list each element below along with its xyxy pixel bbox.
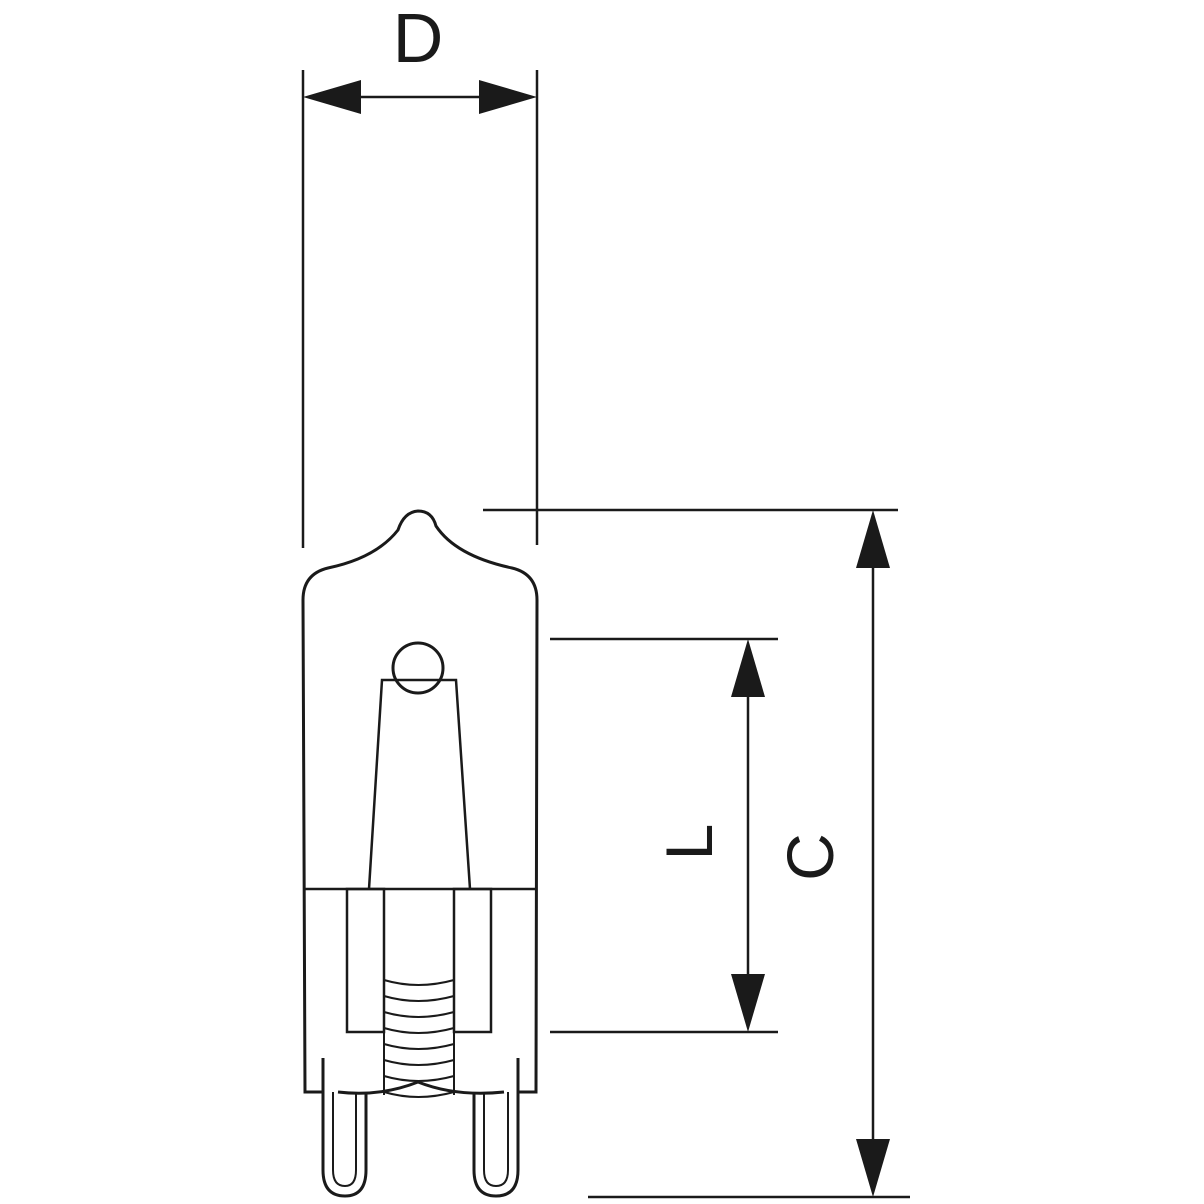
arrowhead-top-l	[731, 639, 765, 697]
coil-lines	[383, 979, 455, 1098]
label-c: C	[773, 833, 847, 881]
dimension-l: L	[550, 637, 778, 1034]
pin-right-inner	[483, 1092, 509, 1188]
glass-envelope	[301, 509, 539, 1094]
envelope-bottom-edge	[337, 1080, 505, 1095]
pin-right	[472, 1058, 520, 1198]
filament-bulb-circle	[391, 641, 445, 695]
dimension-c: C	[483, 508, 910, 1199]
label-l: L	[652, 824, 726, 861]
arrowhead-right	[479, 80, 537, 114]
foil-left	[345, 887, 386, 1034]
arrowhead-left	[303, 80, 361, 114]
arrowhead-bottom-l	[731, 974, 765, 1032]
arrowhead-top-c	[856, 510, 890, 568]
foil-right	[452, 887, 493, 1034]
label-d: D	[393, 0, 444, 77]
pin-left-inner	[332, 1092, 357, 1188]
arrowhead-bottom-c	[856, 1139, 890, 1197]
lamp-illustration	[301, 509, 539, 1198]
pin-left	[321, 1058, 368, 1198]
filament-capsule	[367, 678, 472, 890]
dimension-d: D	[301, 0, 539, 548]
